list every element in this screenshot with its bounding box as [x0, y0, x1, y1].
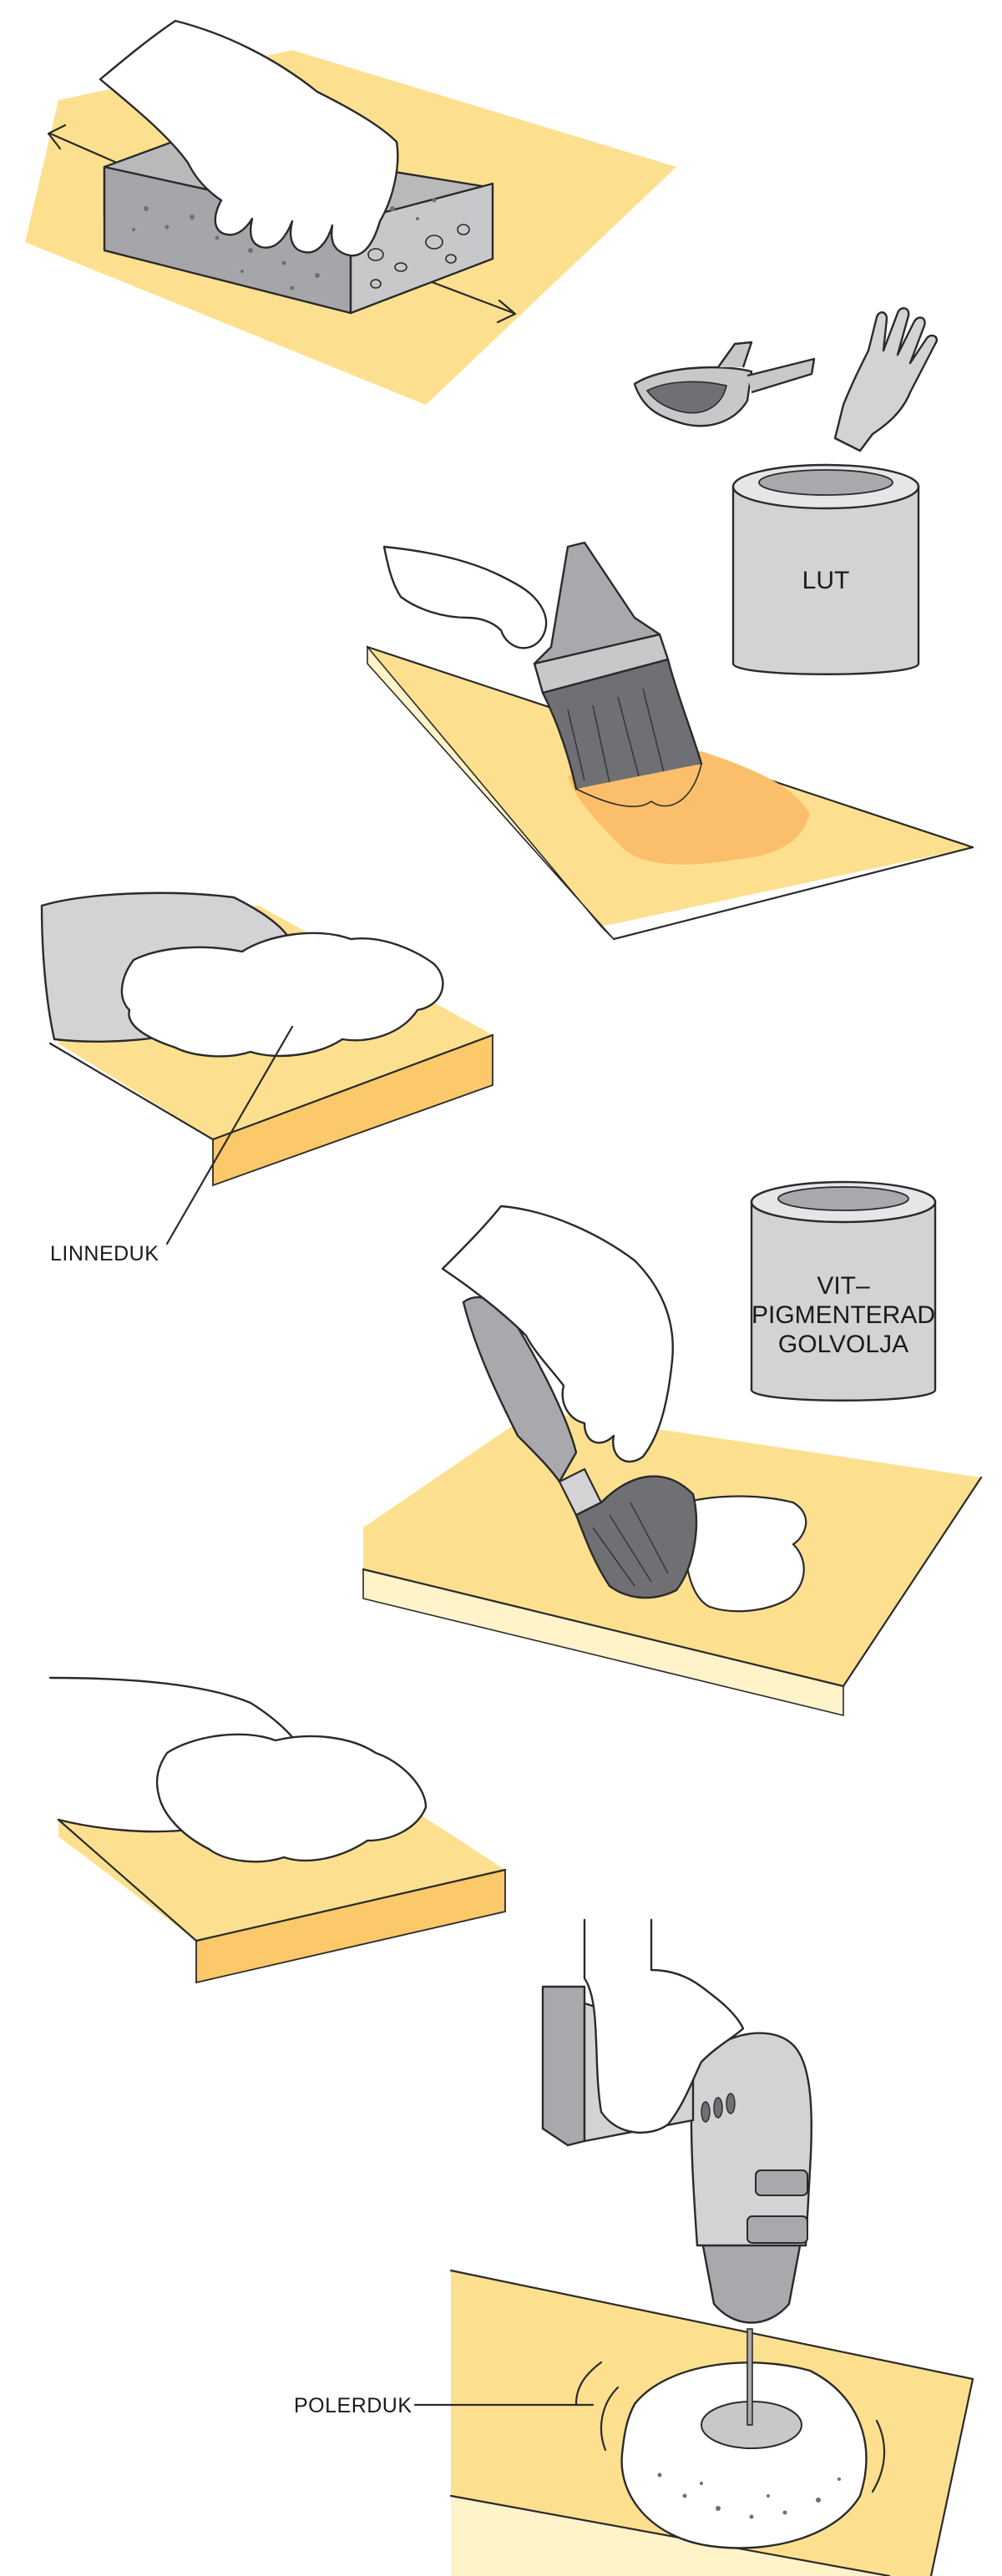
vit-label-line2: PIGMENTERAD — [752, 1301, 935, 1329]
step-sanding — [25, 19, 676, 405]
glove-icon — [833, 307, 939, 452]
step-apply-oil — [362, 1205, 983, 1717]
cloth-icon — [155, 1733, 428, 1863]
linneduk-label: LINNEDUK — [50, 1242, 159, 1265]
lut-label: LUT — [802, 567, 850, 594]
paint-can-icon — [731, 463, 920, 675]
vit-label-line1: VIT– — [817, 1272, 870, 1300]
paint-can-icon — [750, 1180, 937, 1402]
step-wipe-oil — [48, 1676, 507, 1984]
oil-stroke — [682, 1495, 807, 1613]
vit-label-line3: GOLVOLJA — [778, 1331, 908, 1358]
hand-icon — [583, 1918, 745, 2134]
step-wipe-linen — [40, 891, 494, 1245]
hand-icon — [99, 19, 399, 257]
step-polish — [413, 1918, 974, 2576]
cloth-icon — [120, 932, 444, 1058]
hand-icon — [382, 545, 548, 649]
hand-icon — [441, 1205, 674, 1462]
safety-goggles-icon — [633, 341, 816, 427]
paint-brush-icon — [533, 541, 703, 807]
polerduk-label: POLERDUK — [294, 2394, 412, 2417]
paint-brush-icon — [462, 1296, 698, 1599]
step-apply-lye — [366, 541, 974, 941]
